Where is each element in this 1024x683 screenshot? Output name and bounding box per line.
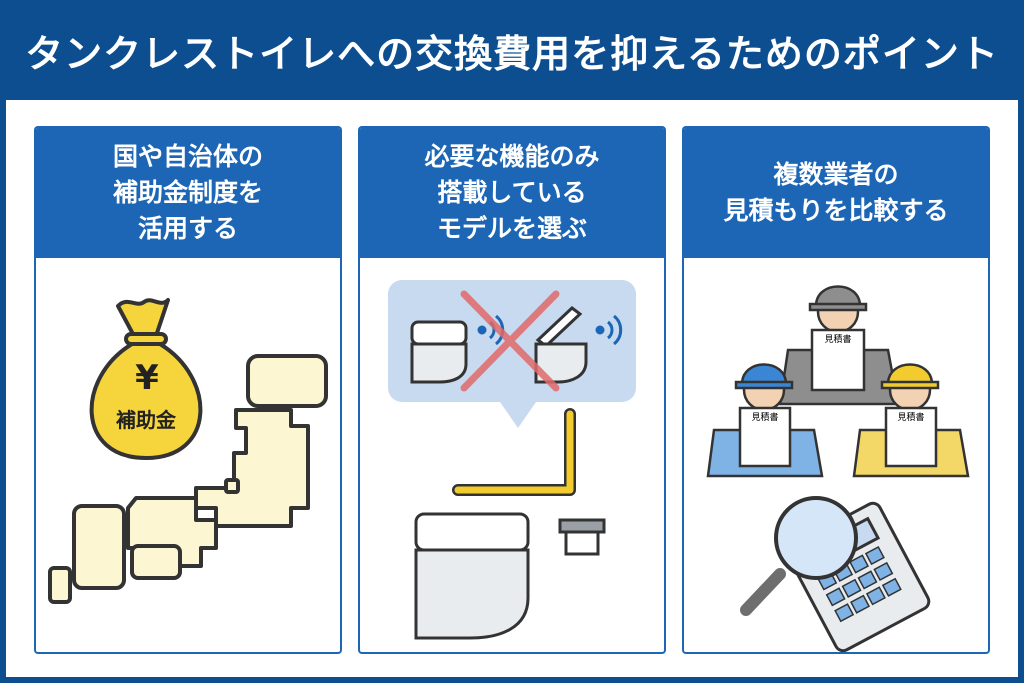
estimate-label: 見積書 [824, 333, 851, 345]
workers-illustration: 見積書 見積書 見積書 [706, 285, 970, 652]
worker-icon [706, 363, 824, 478]
estimate-label: 見積書 [751, 411, 778, 423]
card-header-line: 必要な機能のみ [424, 142, 600, 171]
card-features: 必要な機能のみ 搭載している モデルを選ぶ [358, 126, 666, 654]
card-header-line: 複数業者の [773, 160, 899, 189]
card-header-line: 搭載している [437, 178, 587, 207]
card-header-line: 見積もりを比較する [723, 196, 949, 225]
magnifier-icon [740, 496, 858, 616]
card-header-line: 国や自治体の [112, 142, 263, 171]
handrail-icon [452, 408, 576, 496]
cross-icon [460, 290, 560, 392]
card-header: 必要な機能のみ 搭載している モデルを選ぶ [360, 128, 664, 258]
card-header: 複数業者の 見積もりを比較する [684, 128, 988, 258]
page-title: タンクレストイレへの交換費用を抑えるためのポイント [25, 31, 999, 76]
card-header-line: 補助金制度を [112, 178, 263, 207]
bag-label: 補助金 [116, 408, 176, 432]
card-illustration: 見積書 見積書 見積書 [684, 258, 988, 652]
paper-holder-icon [558, 518, 606, 556]
worker-icon [852, 363, 970, 478]
toilet-icon [414, 512, 530, 640]
card-illustration [360, 258, 664, 652]
yen-icon: ¥ [135, 358, 159, 398]
toilet-scene [388, 280, 636, 640]
toilet-open-lid-icon [534, 306, 588, 384]
japan-map-icon [48, 354, 328, 604]
worker-icon [778, 285, 900, 406]
signal-icon [595, 314, 623, 346]
toilet-icon [410, 320, 468, 384]
card-header-line: 活用する [137, 214, 238, 243]
card-estimates: 複数業者の 見積もりを比較する 見積書 見積書 [682, 126, 990, 654]
estimate-label: 見積書 [897, 411, 924, 423]
card-subsidy: 国や自治体の 補助金制度を 活用する ¥ 補助金 [34, 126, 342, 654]
card-illustration: ¥ 補助金 [36, 258, 340, 652]
card-header-line: モデルを選ぶ [436, 214, 587, 243]
card-header: 国や自治体の 補助金制度を 活用する [36, 128, 340, 258]
